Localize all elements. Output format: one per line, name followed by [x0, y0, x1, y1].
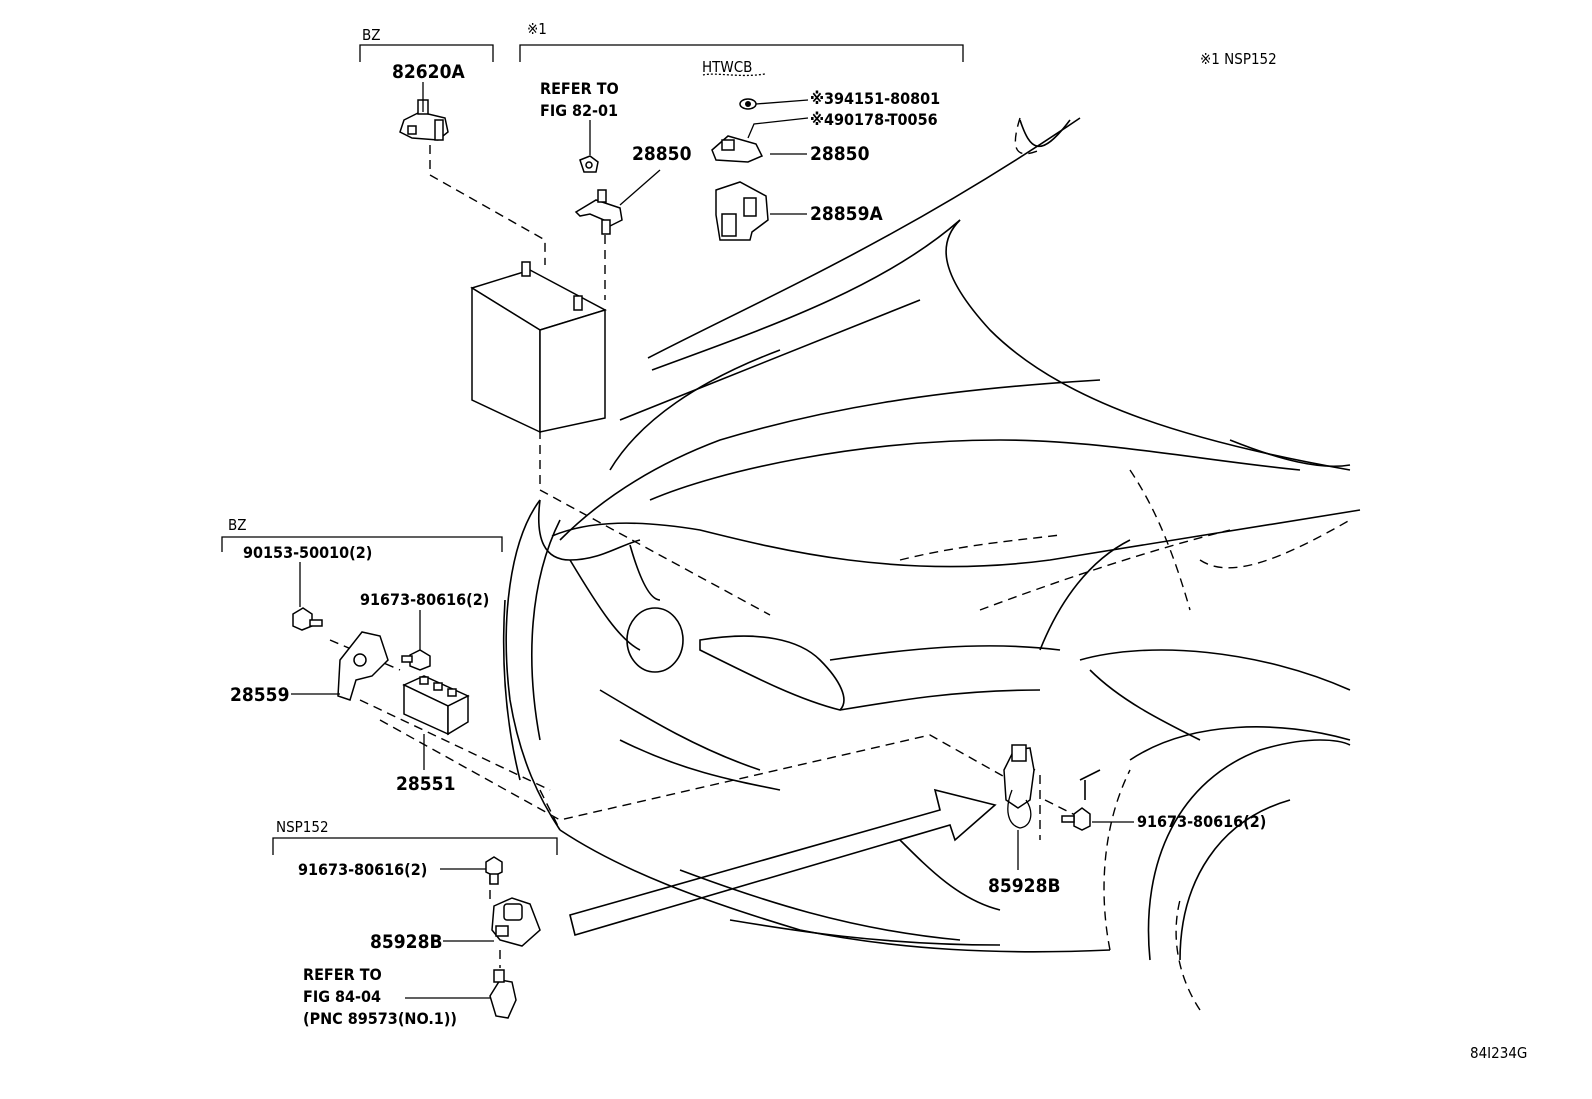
part-91673-bolt-nsp152 [485, 856, 503, 885]
group-label-htwcb: HTWCB [702, 58, 752, 76]
label-91673-80616-left[interactable]: 91673-80616(2) [360, 590, 489, 609]
label-85928B-nsp152[interactable]: 85928B [370, 931, 443, 953]
label-28551[interactable]: 28551 [396, 773, 455, 795]
part-82620A-bracket [399, 99, 449, 141]
figure-code: 84I234G [1470, 1044, 1527, 1062]
part-28551-module [402, 675, 470, 736]
part-85928B-sensor-right [1003, 744, 1035, 829]
part-91673-bolt-right [1061, 807, 1091, 831]
part-bracket-fig-84-04 [489, 969, 517, 1019]
part-90153-bolt [292, 607, 323, 631]
label-82620A[interactable]: 82620A [392, 61, 465, 83]
label-leader-lines [291, 82, 1134, 999]
label-fig-84-04[interactable]: FIG 84-04 [303, 987, 381, 1006]
group-brackets [221, 44, 964, 855]
label-refer-to-a: REFER TO [540, 79, 619, 98]
label-91673-80616-right[interactable]: 91673-80616(2) [1137, 812, 1266, 831]
group-label-nsp152: NSP152 [276, 818, 329, 836]
label-94151-80801[interactable]: ※394151-80801 [810, 89, 940, 108]
part-28559-bracket [337, 631, 389, 701]
assembly-leader-lines [329, 145, 1076, 968]
legend-note: ※1 NSP152 [1200, 50, 1277, 68]
group-labels: BZ ※1 HTWCB BZ NSP152 ※1 NSP152 84I234G [228, 20, 1527, 1062]
label-85928B-right[interactable]: 85928B [988, 875, 1061, 897]
label-28559[interactable]: 28559 [230, 684, 289, 706]
installation-arrow [569, 788, 997, 937]
group-label-bz-left: BZ [228, 516, 247, 534]
label-90153-50010[interactable]: 90153-50010(2) [243, 543, 372, 562]
part-28850-sensor-left [574, 189, 623, 235]
label-28850-htwcb[interactable]: 28850 [810, 143, 870, 165]
part-labels[interactable]: 82620A REFER TO FIG 82-01 28850 ※394151-… [230, 61, 1266, 1028]
label-pnc-89573: (PNC 89573(NO.1)) [303, 1009, 457, 1028]
part-battery [470, 261, 607, 434]
car-body-outline [502, 117, 1361, 1011]
label-28850-left[interactable]: 28850 [632, 143, 692, 165]
part-28850-sensor-htwcb [711, 98, 764, 163]
part-91673-bolt-left [401, 649, 431, 671]
part-nut-refer [579, 155, 599, 173]
label-28859A[interactable]: 28859A [810, 203, 883, 225]
label-91673-80616-nsp152[interactable]: 91673-80616(2) [298, 860, 427, 879]
part-28859A-bracket [715, 181, 769, 241]
group-label-bz-top: BZ [362, 26, 381, 44]
label-refer-to-b: REFER TO [303, 965, 382, 984]
label-fig-82-01[interactable]: FIG 82-01 [540, 101, 618, 120]
group-label-note1: ※1 [527, 20, 547, 38]
label-90178-T0056[interactable]: ※490178-T0056 [810, 110, 938, 129]
part-85928B-sensor-nsp152 [491, 897, 541, 947]
